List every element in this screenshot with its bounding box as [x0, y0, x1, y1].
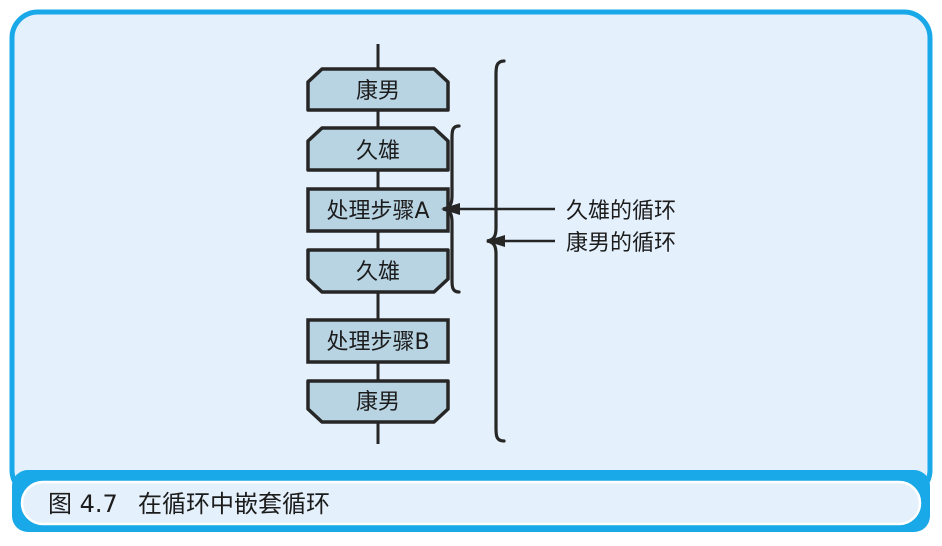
flow-node-label: 久雄 — [356, 260, 400, 285]
figure-frame — [9, 9, 933, 499]
flow-node-loop-start-yasuo[interactable]: 康男 — [306, 67, 450, 112]
flow-node-process-a[interactable]: 处理步骤A — [306, 187, 450, 233]
flow-node-label: 康男 — [356, 79, 400, 104]
outer-loop-annotation-label: 康男的循环 — [566, 231, 676, 256]
loop-end-shape — [306, 379, 450, 424]
flow-node-label: 处理步骤B — [326, 330, 429, 355]
loop-start-shape — [306, 126, 450, 172]
flow-node-loop-end-hisao[interactable]: 久雄 — [306, 248, 450, 294]
inner-loop-annotation-label: 久雄的循环 — [566, 199, 676, 224]
process-shape — [306, 318, 450, 364]
flow-node-loop-start-hisao[interactable]: 久雄 — [306, 126, 450, 172]
caption-title: 在循环中嵌套循环 — [138, 490, 330, 518]
inner-loop-arrow-head — [441, 203, 460, 215]
flow-node-label: 康男 — [356, 390, 400, 415]
flow-node-process-b[interactable]: 处理步骤B — [306, 318, 450, 364]
flow-node-loop-end-yasuo[interactable]: 康男 — [306, 379, 450, 424]
loop-end-shape — [306, 248, 450, 294]
flow-node-label: 久雄 — [356, 139, 400, 164]
process-shape — [306, 187, 450, 233]
caption-pill — [20, 480, 922, 526]
flow-node-label: 处理步骤A — [326, 199, 429, 224]
loop-start-shape — [306, 67, 450, 112]
outer-loop-arrow-head — [486, 235, 505, 247]
caption-number: 图 4.7 — [48, 490, 118, 518]
